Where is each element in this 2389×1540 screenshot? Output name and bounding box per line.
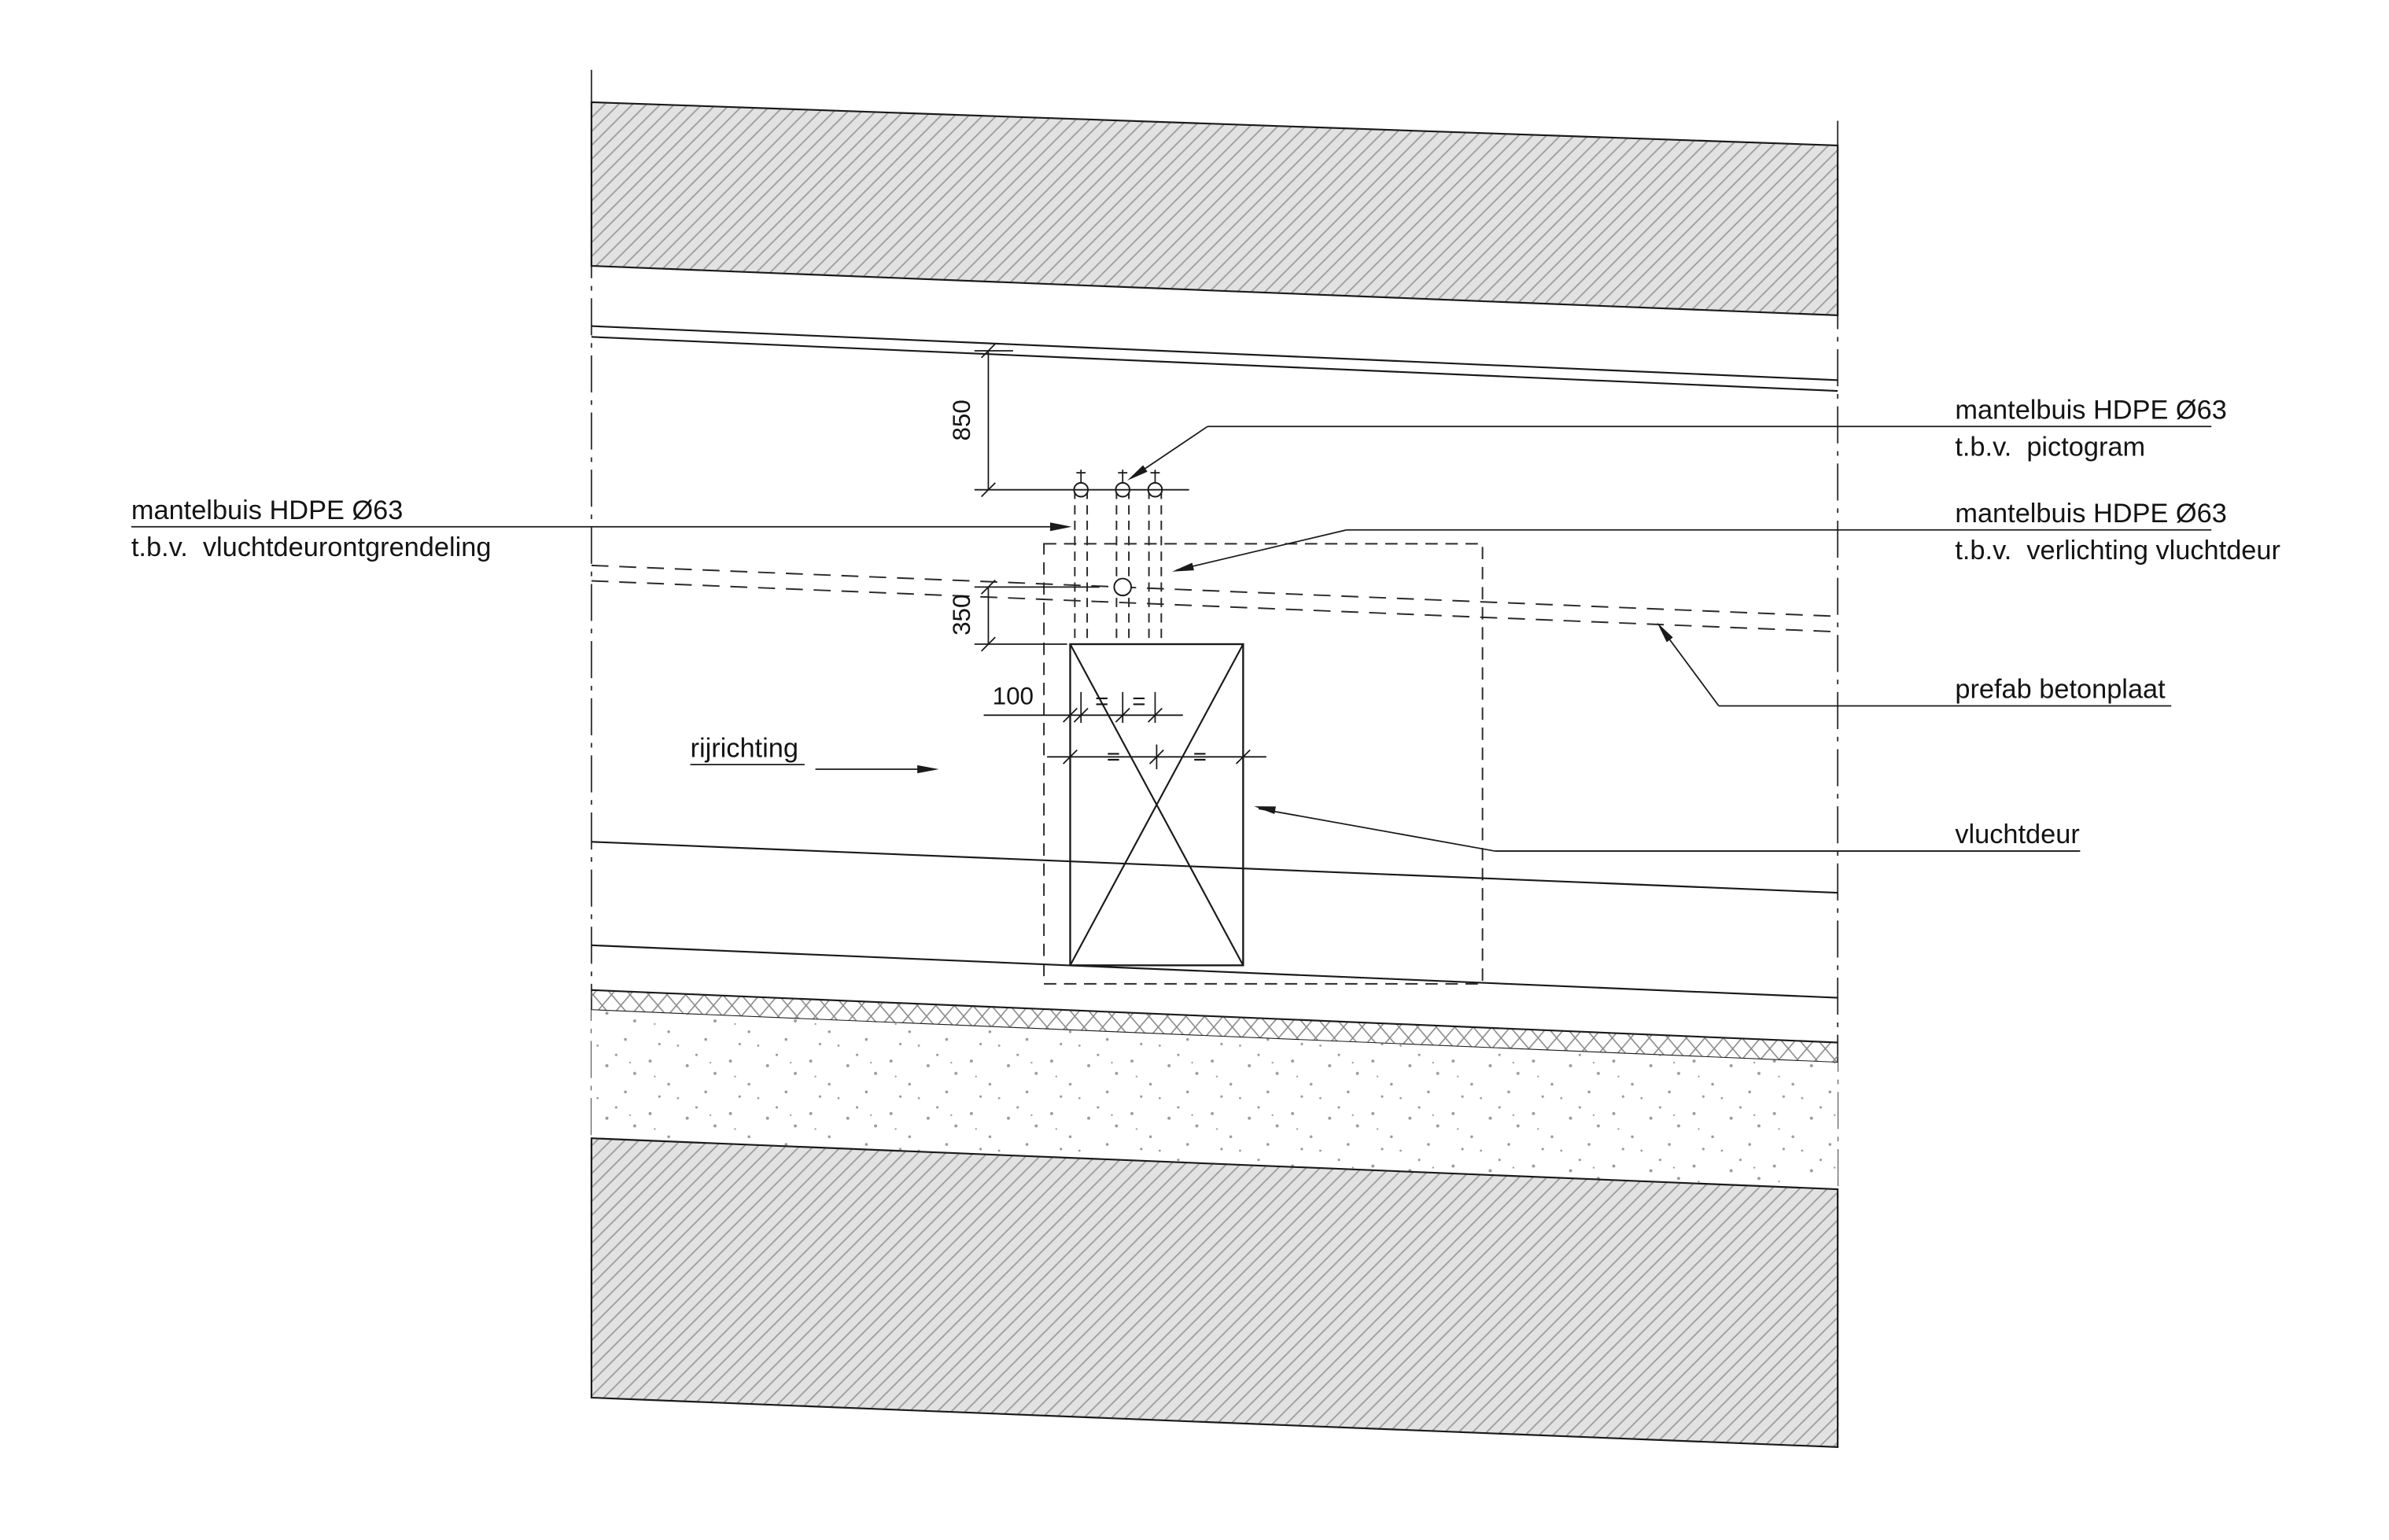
label-conduit-pictogram: mantelbuis HDPE Ø63 t.b.v. pictogram <box>1127 395 2227 481</box>
escape-door-symbol <box>1069 643 1244 967</box>
top-concrete-slab <box>590 101 1839 316</box>
label-prefab-plate: prefab betonplaat <box>1657 622 2172 707</box>
dimension-350: 350 <box>948 579 1100 652</box>
label-lighting-line2: t.b.v. verlichting vluchtdeur <box>1955 536 2280 566</box>
label-conduit-door-release: mantelbuis HDPE Ø63 t.b.v. vluchtdeuront… <box>131 496 1072 562</box>
equal-mark-1: = <box>1095 688 1108 714</box>
bottom-concrete-slab <box>590 1137 1839 1448</box>
label-conduit-lighting: mantelbuis HDPE Ø63 t.b.v. verlichting v… <box>1172 499 2280 572</box>
label-pictogram-line1: mantelbuis HDPE Ø63 <box>1955 395 2227 425</box>
dimension-100-conduit-spacing: 100 = = <box>983 683 1183 724</box>
leader-arrow-escape-door <box>1254 806 1276 814</box>
equal-mark-2: = <box>1132 688 1145 714</box>
conduit-pictogram <box>1113 470 1132 645</box>
road-surface-lines <box>591 841 1838 999</box>
prefab-concrete-plate-band <box>591 1010 1838 1189</box>
label-door-release-line2: t.b.v. vluchtdeurontgrendeling <box>131 532 492 562</box>
door-centering-dimension: = = <box>1047 744 1266 770</box>
label-escape-door: vluchtdeur <box>1254 806 2081 852</box>
prefab-plate-text: prefab betonplaat <box>1955 675 2166 705</box>
equal-mark-4: = <box>1193 744 1207 770</box>
ceiling-lines <box>591 325 1838 392</box>
dimension-100-value: 100 <box>993 683 1034 710</box>
equal-mark-3: = <box>1107 744 1120 770</box>
conduit-lighting <box>1147 470 1163 645</box>
leader-arrow-prefab <box>1657 622 1673 643</box>
conduit-door-release <box>1073 470 1089 645</box>
dashed-opening-outline <box>1043 543 1484 985</box>
slab-conduit-dashed-lines <box>591 564 1838 633</box>
dimension-850: 850 <box>948 343 1189 498</box>
label-lighting-line1: mantelbuis HDPE Ø63 <box>1955 499 2227 529</box>
escape-door-text: vluchtdeur <box>1955 820 2079 849</box>
drive-direction-arrow <box>917 764 939 774</box>
drive-direction-text: rijrichting <box>691 733 798 763</box>
label-door-release-line1: mantelbuis HDPE Ø63 <box>131 496 404 525</box>
dimension-850-value: 850 <box>948 400 975 440</box>
leader-arrow-door-release <box>1049 522 1072 532</box>
dimension-350-value: 350 <box>948 594 975 635</box>
leader-arrow-pictogram <box>1127 465 1148 481</box>
leader-arrow-lighting <box>1172 562 1194 572</box>
label-pictogram-line2: t.b.v. pictogram <box>1955 432 2145 462</box>
label-drive-direction: rijrichting <box>691 733 939 774</box>
